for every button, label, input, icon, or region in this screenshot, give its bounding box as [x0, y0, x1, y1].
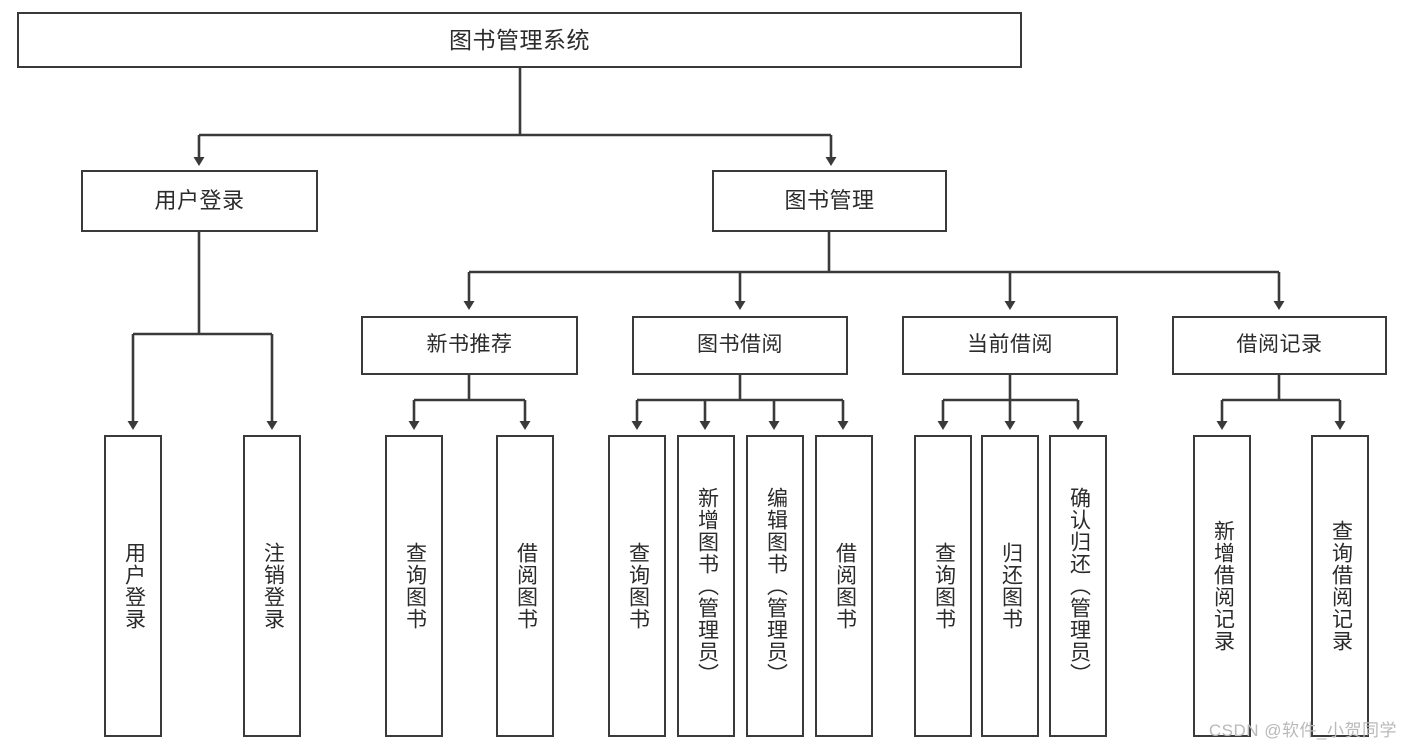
node-leaf-query-record-label: 查询借阅记录 — [1329, 520, 1353, 652]
node-leaf-query-record[interactable]: 查询借阅记录 — [1311, 435, 1369, 737]
node-user-login-label: 用户登录 — [154, 188, 245, 214]
node-leaf-logout-login-label: 注销登录 — [261, 542, 285, 630]
node-leaf-query-book-2-label: 查询图书 — [626, 542, 650, 630]
node-root[interactable]: 图书管理系统 — [17, 12, 1022, 68]
node-leaf-confirm-return-label: 确认归还（管理员） — [1067, 487, 1091, 685]
watermark-text: CSDN @软件_小贺同学 — [1208, 721, 1397, 740]
node-leaf-confirm-return[interactable]: 确认归还（管理员） — [1049, 435, 1107, 737]
node-leaf-borrow-book-1[interactable]: 借阅图书 — [496, 435, 554, 737]
node-leaf-add-book[interactable]: 新增图书（管理员） — [677, 435, 735, 737]
node-book-borrow-label: 图书借阅 — [697, 333, 783, 357]
node-leaf-borrow-book-2[interactable]: 借阅图书 — [815, 435, 873, 737]
node-user-login[interactable]: 用户登录 — [81, 170, 318, 232]
node-leaf-borrow-book-1-label: 借阅图书 — [514, 542, 538, 630]
node-book-borrow[interactable]: 图书借阅 — [632, 316, 848, 375]
node-leaf-add-record[interactable]: 新增借阅记录 — [1193, 435, 1251, 737]
node-current-borrow[interactable]: 当前借阅 — [902, 316, 1118, 375]
node-root-label: 图书管理系统 — [449, 26, 590, 53]
node-leaf-query-book-1[interactable]: 查询图书 — [385, 435, 443, 737]
node-leaf-query-book-3-label: 查询图书 — [932, 542, 956, 630]
node-current-borrow-label: 当前借阅 — [967, 333, 1053, 357]
node-leaf-logout-login[interactable]: 注销登录 — [243, 435, 301, 737]
node-leaf-edit-book-label: 编辑图书（管理员） — [764, 487, 788, 685]
node-book-management[interactable]: 图书管理 — [712, 170, 947, 232]
node-borrow-record-label: 借阅记录 — [1236, 333, 1323, 357]
node-leaf-borrow-book-2-label: 借阅图书 — [833, 542, 857, 630]
node-new-book-recommend[interactable]: 新书推荐 — [361, 316, 578, 375]
node-leaf-query-book-3[interactable]: 查询图书 — [914, 435, 972, 737]
node-leaf-add-book-label: 新增图书（管理员） — [695, 487, 719, 685]
node-new-book-recommend-label: 新书推荐 — [426, 333, 513, 357]
node-leaf-edit-book[interactable]: 编辑图书（管理员） — [746, 435, 804, 737]
node-leaf-return-book-label: 归还图书 — [999, 542, 1023, 630]
node-leaf-user-login-label: 用户登录 — [122, 542, 146, 630]
node-leaf-query-book-2[interactable]: 查询图书 — [608, 435, 666, 737]
node-leaf-add-record-label: 新增借阅记录 — [1211, 520, 1235, 652]
node-book-management-label: 图书管理 — [784, 188, 875, 214]
node-leaf-query-book-1-label: 查询图书 — [403, 542, 427, 630]
node-leaf-user-login[interactable]: 用户登录 — [104, 435, 162, 737]
node-borrow-record[interactable]: 借阅记录 — [1172, 316, 1387, 375]
node-leaf-return-book[interactable]: 归还图书 — [981, 435, 1039, 737]
